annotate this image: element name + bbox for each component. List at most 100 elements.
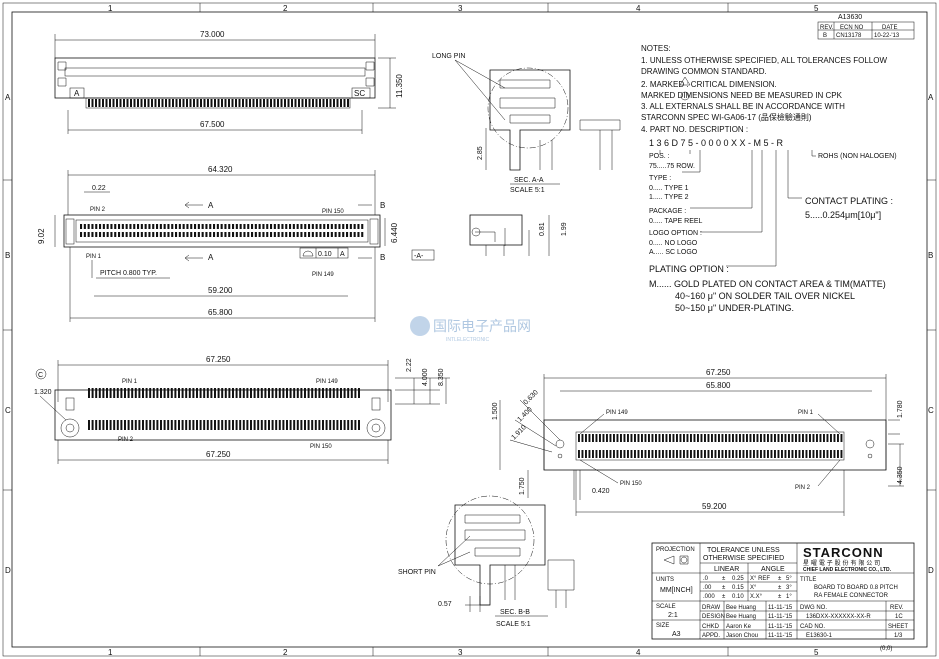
pin [697,450,699,458]
row-mark: D [928,566,934,575]
pin [616,450,619,458]
dim-pcb-hole-c: 1.910 [510,424,527,441]
pin [232,232,235,237]
pin [756,434,759,442]
pin [812,434,815,442]
note-line: 2. MARKED : CRITICAL DIMENSION. [641,80,777,89]
origin-mark: (0,0) [880,646,892,652]
pin [175,232,178,237]
note-line: 3. ALL EXTERNALS SHALL BE IN ACCORDANCE … [641,102,845,111]
dim-offset: 0.22 [92,185,106,192]
pin [264,388,267,398]
pin [644,434,647,442]
pin [361,232,364,237]
pin [325,420,328,430]
logo-mark-sc: SC [354,89,365,98]
pin [323,224,326,229]
people-role: DRAW [702,605,720,611]
pin [134,388,137,398]
pin-1-label: PIN 1 [86,254,102,260]
tol-cell: 5° [786,576,792,582]
projection-label: PROJECTION [656,547,695,553]
pin [314,388,317,398]
linear-label: LINEAR [714,566,739,573]
revision-block: A13630 REV. ECN NO DATE B CN13178 10-22-… [817,14,915,40]
pin [102,232,105,237]
plating-option: 50~150 μ" UNDER-PLATING. [675,303,794,313]
pin [676,450,678,458]
tooth [210,99,213,107]
pin [152,224,155,229]
pin [676,434,678,442]
people-name: Bee Huang [726,605,756,611]
pin [332,388,335,398]
pin [224,388,227,398]
date-value: 10-22-'13 [874,33,900,39]
tol-cell: ± [722,585,726,591]
pin-149-label: PIN 149 [316,379,338,385]
pin [127,420,130,430]
pin [784,434,787,442]
pin [725,450,727,458]
dim-pcb-span: 59.200 [702,502,727,511]
pin [181,388,184,398]
pin [205,224,208,229]
col-mark: 3 [458,648,463,657]
pin [296,420,299,430]
sheet-value: 1/3 [894,633,903,639]
tooth [228,99,230,107]
pin [581,434,584,442]
watermark-text: 国际电子产品网 [433,319,531,335]
pin [739,450,741,458]
pin [315,224,318,229]
pin [826,434,829,442]
contact-option: 5.....0.254μm[10μ"] [805,210,881,220]
pin [837,434,839,442]
top-view: 73.000 A SC 11.350 67.500 [54,30,404,134]
title-line: BOARD TO BOARD 0.8 PITCH [814,585,898,591]
tooth [123,99,125,107]
pin [203,388,206,398]
pin [106,232,109,237]
pin [192,388,195,398]
notes-block: NOTES: 1. UNLESS OTHERWISE SPECIFIED, AL… [641,44,897,313]
dim-bottom-c: 8.350 [438,368,445,386]
pin [281,232,284,237]
pin [690,450,692,458]
pin [669,450,671,458]
title-block: PROJECTION TOLERANCE UNLESS OTHERWISE SP… [651,542,915,652]
pin [106,388,108,398]
pin [311,420,314,430]
plating-option: 40~160 μ" ON SOLDER TAIL OVER NICKEL [675,291,855,301]
pin [220,224,223,229]
tooth [158,99,160,107]
title-label: TITLE [800,577,816,583]
tooth [259,99,262,107]
row-mark: B [928,251,933,260]
people-date: 11-11-'15 [768,633,793,639]
tooth [333,99,335,107]
pin [718,434,720,442]
tol-cell: .000 [703,594,715,600]
tooth [322,99,325,107]
tol-cell: X° [750,585,757,591]
section-a-top: A [208,201,214,210]
pin [181,420,184,430]
pin [167,388,170,398]
pin [314,420,317,430]
pin [116,420,119,430]
pin [307,388,310,398]
company-name-en: CHIEF LAND ELECTRONIC CO., LTD. [803,567,892,573]
pin [791,450,794,458]
pin [763,450,766,458]
pin [595,450,598,458]
angle-label: ANGLE [761,566,785,573]
pin [221,388,224,398]
people-date: 11-11-'15 [768,605,793,611]
pin [655,450,657,458]
pin [243,232,246,237]
dim-side-1: 0.81 [539,222,546,236]
pin [110,232,113,237]
dim-front-height: 9.02 [37,228,46,244]
pin [144,224,147,229]
